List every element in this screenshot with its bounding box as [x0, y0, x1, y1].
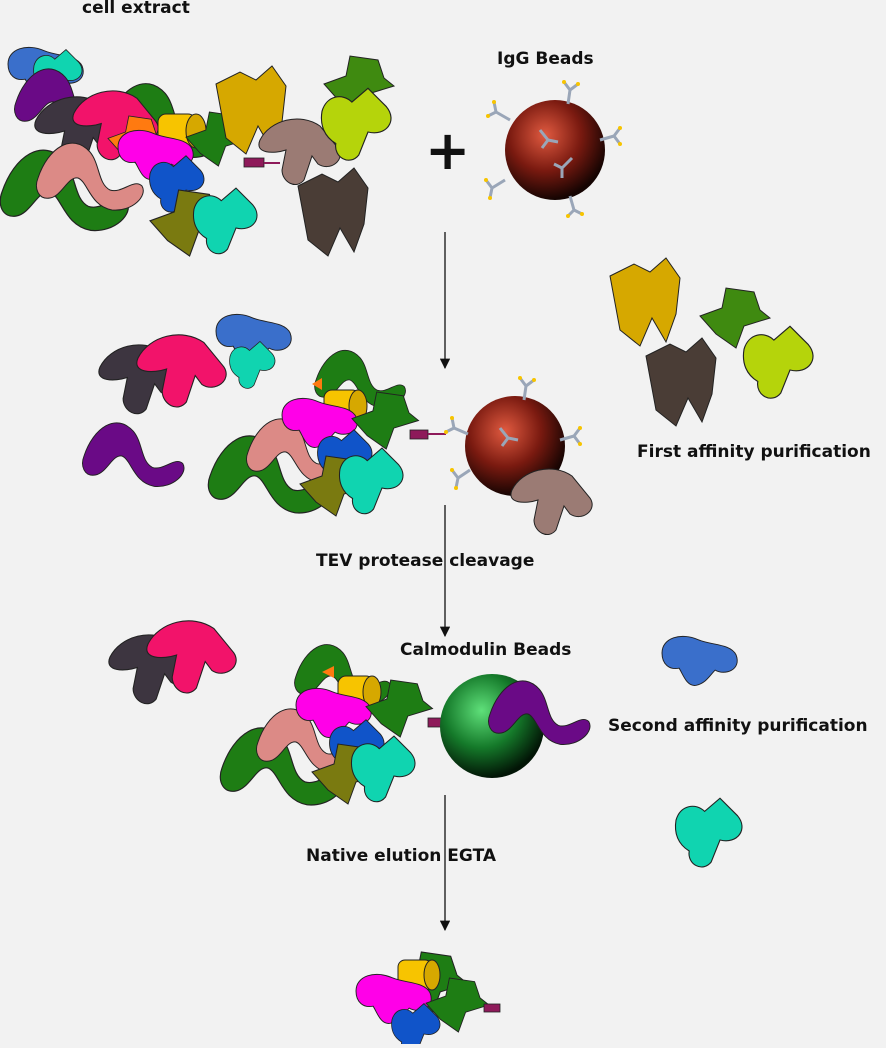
cell-extract-label: cell extract	[82, 0, 190, 18]
plus-sign: +	[425, 119, 471, 182]
complex-bound-to-calmodulin	[219, 644, 591, 806]
cell-extract-cluster	[0, 46, 395, 257]
igg-beads-label: IgG Beads	[497, 49, 594, 69]
calmodulin-beads-label: Calmodulin Beads	[400, 640, 572, 660]
native-elution-egta-label: Native elution EGTA	[306, 846, 496, 866]
complex-bound-to-igg	[207, 349, 593, 536]
removed-proteins-right	[609, 257, 814, 427]
tev-protease-cleavage-label: TEV protease cleavage	[316, 551, 535, 571]
igg-bead-top	[484, 80, 622, 218]
second-affinity-purification-label: Second affinity purification	[608, 716, 868, 736]
first-affinity-purification-label: First affinity purification	[637, 442, 871, 462]
eluted-complex	[355, 951, 501, 1048]
